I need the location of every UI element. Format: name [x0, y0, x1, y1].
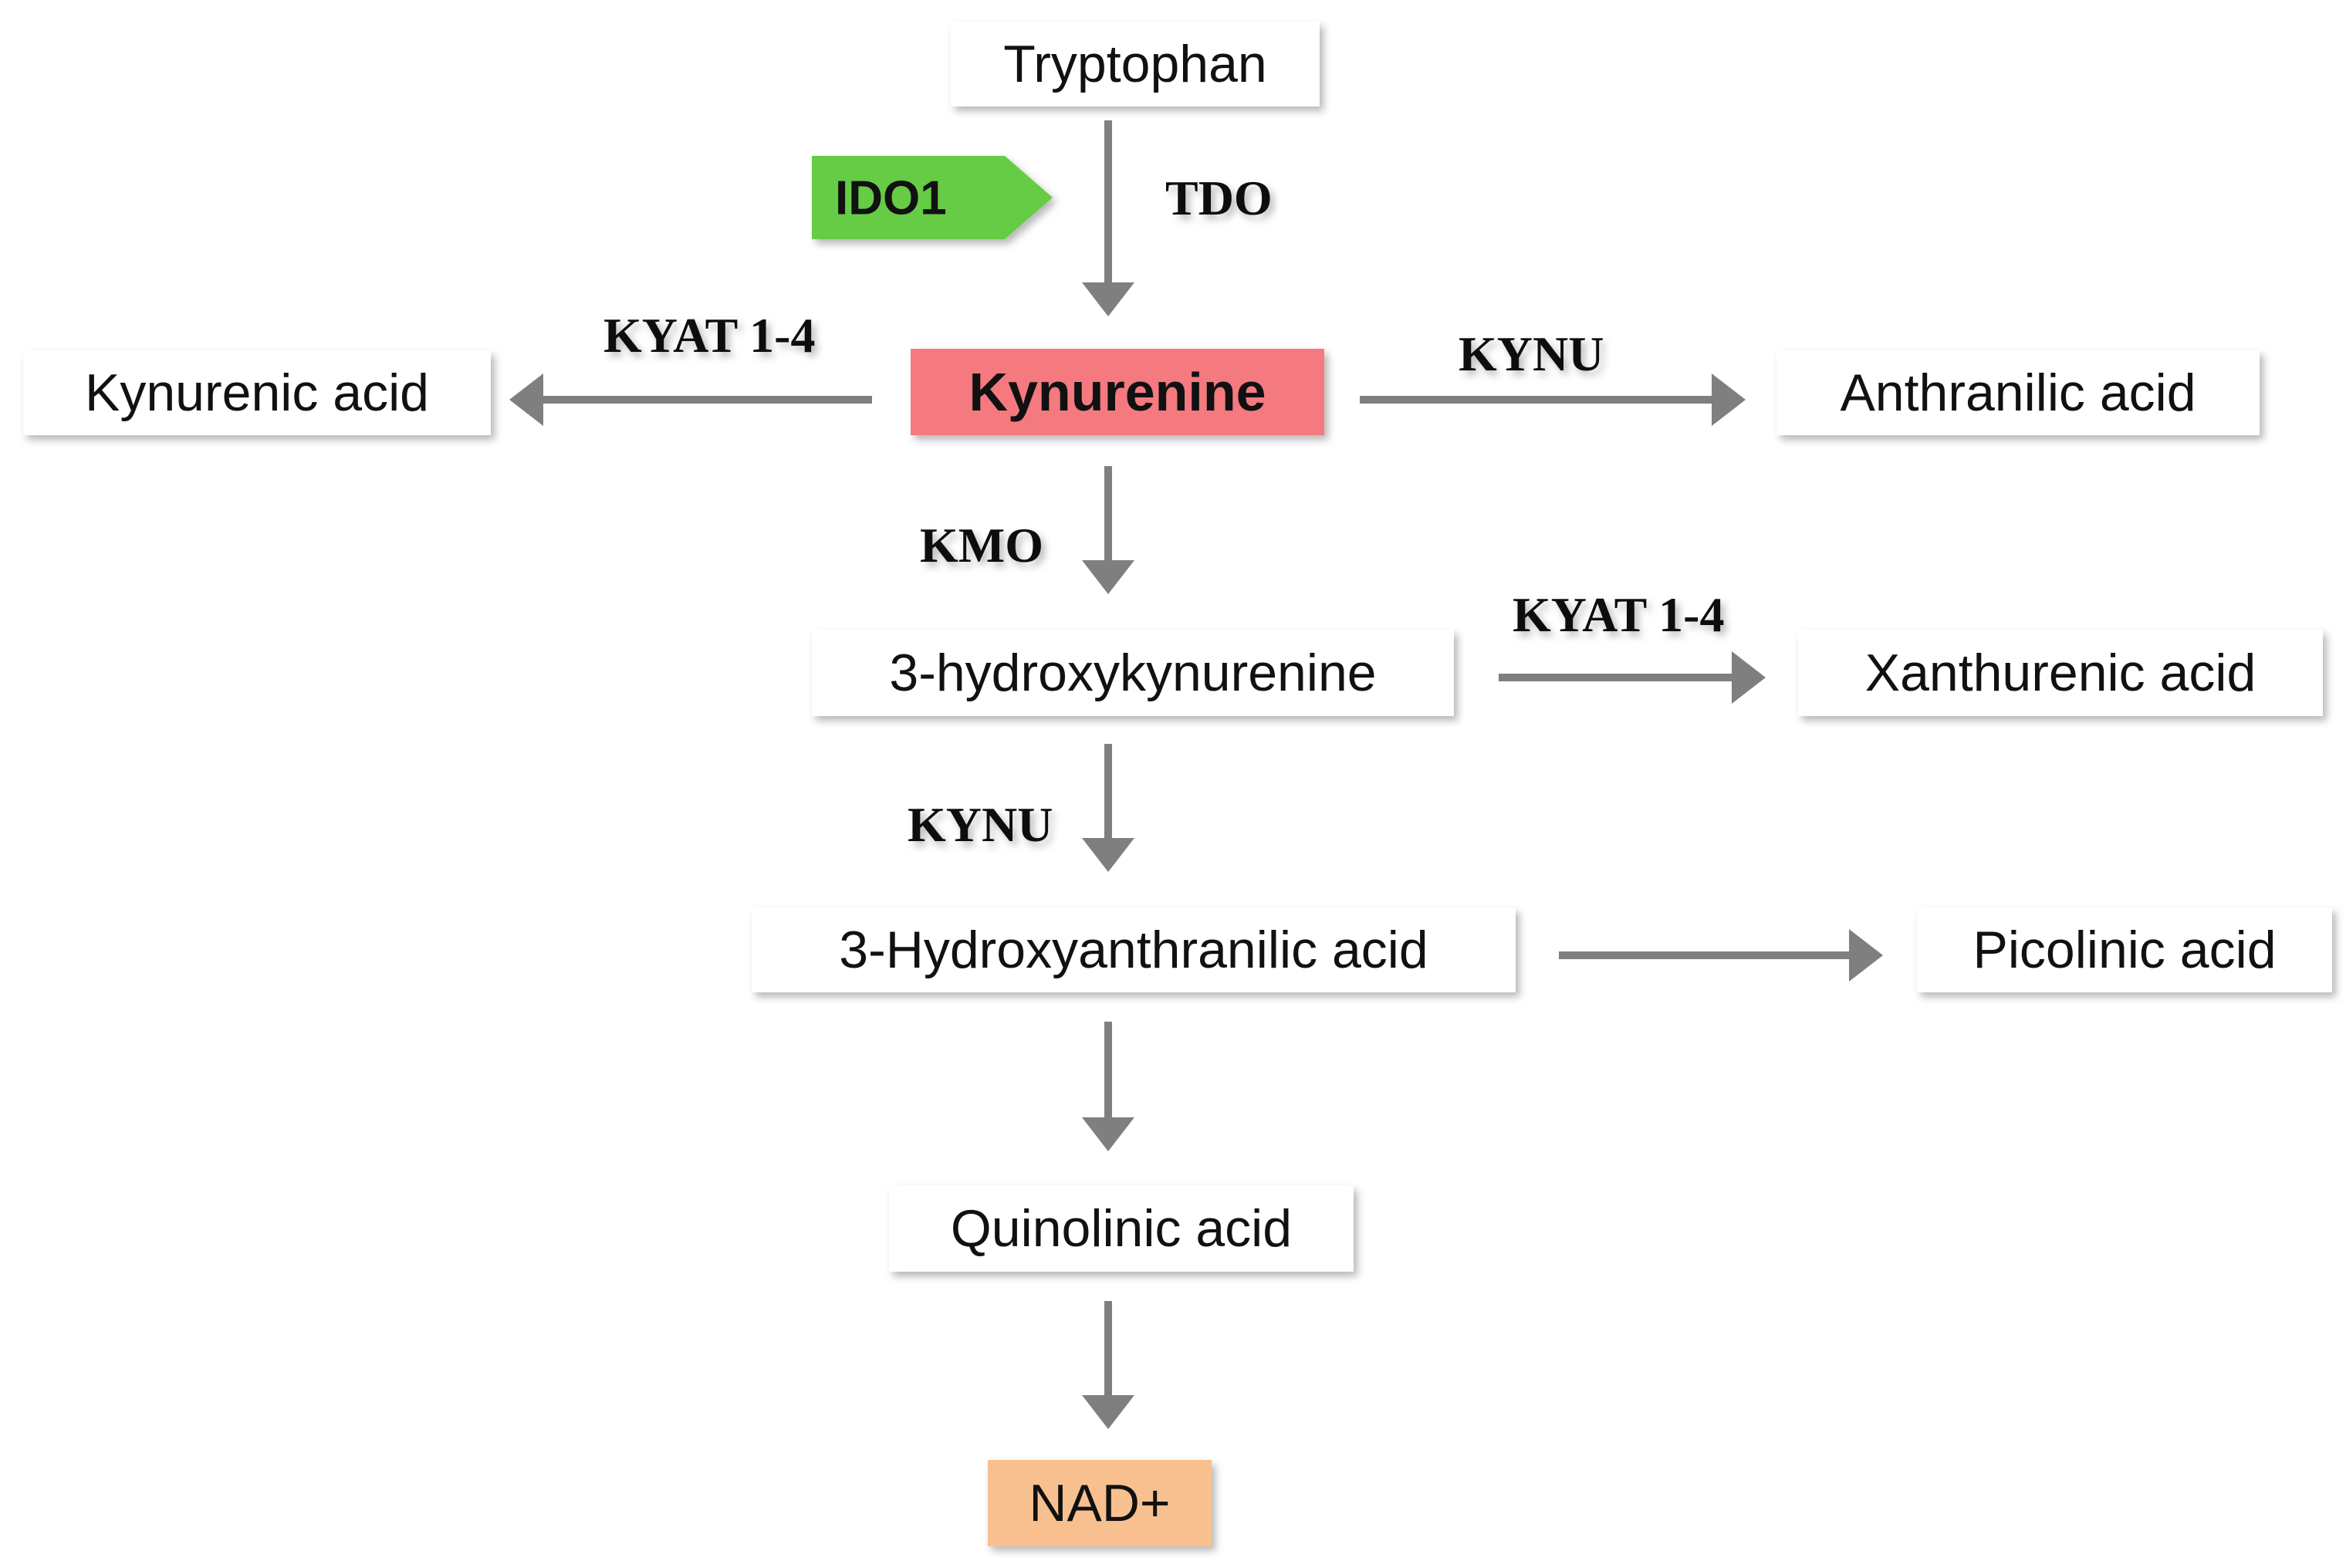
- node-tryptophan: Tryptophan: [951, 22, 1320, 106]
- node-nad: NAD+: [988, 1460, 1212, 1546]
- node-quinolinic-acid-label: Quinolinic acid: [951, 1199, 1292, 1258]
- node-xanthurenic-acid: Xanthurenic acid: [1798, 630, 2323, 716]
- enzyme-kyat-right: KYAT 1-4: [1513, 587, 1724, 642]
- node-picolinic-acid-label: Picolinic acid: [1972, 921, 2276, 979]
- arrows: [509, 120, 1883, 1429]
- enzyme-kynu-right: KYNU: [1459, 326, 1604, 381]
- node-picolinic-acid: Picolinic acid: [1917, 907, 2332, 992]
- node-hydroxykynurenine-label: 3-hydroxykynurenine: [889, 644, 1376, 702]
- arrow-hydroxykynurenine-to-hydroxyanthranilic-acid: [1082, 744, 1134, 872]
- arrow-quinolinic-acid-to-nad: [1082, 1301, 1134, 1429]
- enzyme-kynu-down: KYNU: [908, 797, 1053, 852]
- node-quinolinic-acid: Quinolinic acid: [889, 1185, 1354, 1272]
- node-hydroxyanthranilic-acid-label: 3-Hydroxyanthranilic acid: [839, 921, 1428, 979]
- node-xanthurenic-acid-label: Xanthurenic acid: [1865, 644, 2256, 702]
- enzyme-kyat-left: KYAT 1-4: [603, 308, 815, 363]
- enzyme-kmo: KMO: [920, 518, 1043, 573]
- enzyme-tdo: TDO: [1165, 171, 1273, 225]
- enzyme-ido1: IDO1: [812, 156, 1053, 239]
- node-anthranilic-acid-label: Anthranilic acid: [1840, 363, 2196, 422]
- node-kynurenic-acid-label: Kynurenic acid: [85, 363, 429, 422]
- node-hydroxykynurenine: 3-hydroxykynurenine: [812, 630, 1454, 716]
- arrow-hydroxyanthranilic-acid-to-picolinic-acid: [1559, 929, 1883, 982]
- node-kynurenic-acid: Kynurenic acid: [23, 350, 491, 435]
- arrow-hydroxykynurenine-to-xanthurenic-acid: [1499, 651, 1766, 704]
- node-tryptophan-label: Tryptophan: [1003, 35, 1266, 93]
- node-hydroxyanthranilic-acid: 3-Hydroxyanthranilic acid: [752, 907, 1516, 992]
- arrow-hydroxyanthranilic-acid-to-quinolinic-acid: [1082, 1022, 1134, 1151]
- node-kynurenine-label: Kynurenine: [968, 362, 1266, 422]
- arrow-tryptophan-to-kynurenine: [1082, 120, 1134, 316]
- arrow-kynurenine-to-hydroxykynurenine: [1082, 466, 1134, 594]
- node-anthranilic-acid: Anthranilic acid: [1776, 350, 2260, 435]
- enzyme-ido1-label: IDO1: [835, 172, 947, 225]
- arrow-kynurenine-to-anthranilic-acid: [1360, 373, 1746, 426]
- arrow-kynurenine-to-kynurenic-acid: [509, 373, 872, 426]
- node-nad-label: NAD+: [1029, 1474, 1170, 1533]
- node-kynurenine: Kynurenine: [911, 349, 1324, 435]
